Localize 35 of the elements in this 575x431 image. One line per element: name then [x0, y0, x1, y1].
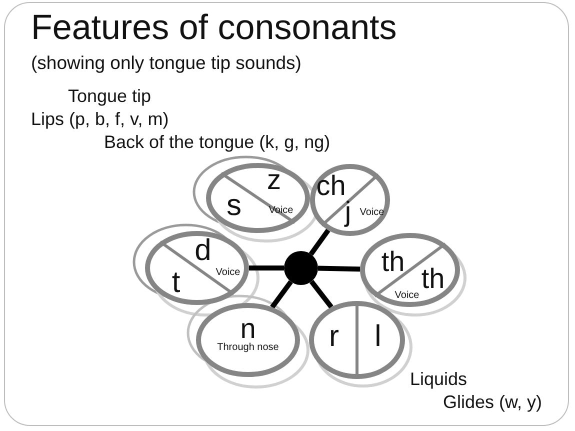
sound-ellipse — [310, 164, 390, 236]
feature-text: Voice — [360, 208, 384, 218]
hub-circle — [284, 251, 318, 285]
sound-ellipse — [206, 163, 310, 233]
title: Features of consonants — [31, 8, 397, 48]
feature-text: Through nose — [217, 343, 279, 353]
spoke-line — [309, 280, 334, 309]
spoke-line — [270, 280, 293, 309]
sound-letter: d — [194, 236, 212, 266]
spoke-line — [308, 228, 330, 256]
sound-letter: z — [267, 166, 281, 194]
feature-label: Lips (p, b, f, v, m) — [31, 109, 169, 130]
feature-text: Voice — [268, 206, 294, 216]
spoke-line — [249, 266, 284, 270]
feature-label: Glides (w, y) — [443, 392, 542, 413]
spoke-line — [318, 266, 360, 272]
sound-letter: ch — [316, 172, 346, 200]
sound-ellipse — [360, 233, 460, 307]
sound-letter: n — [240, 315, 256, 343]
sound-letter: th — [421, 265, 445, 293]
sound-letter: r — [329, 322, 339, 352]
sound-ellipse — [196, 303, 300, 377]
sound-letter: th — [381, 248, 405, 276]
sound-letter: s — [226, 191, 242, 221]
feature-text: Voice — [216, 268, 240, 278]
feature-label: Back of the tongue (k, g, ng) — [104, 132, 330, 153]
feature-text: Voice — [394, 291, 420, 301]
sound-ellipse — [145, 231, 249, 305]
subtitle: (showing only tongue tip sounds) — [31, 52, 302, 74]
sound-letter: t — [172, 268, 180, 298]
feature-label: Liquids — [410, 369, 468, 390]
sound-letter: l — [374, 322, 382, 352]
feature-label: Tongue tip — [68, 86, 152, 107]
sound-letter: j — [344, 198, 352, 226]
sound-ellipse — [309, 301, 405, 379]
